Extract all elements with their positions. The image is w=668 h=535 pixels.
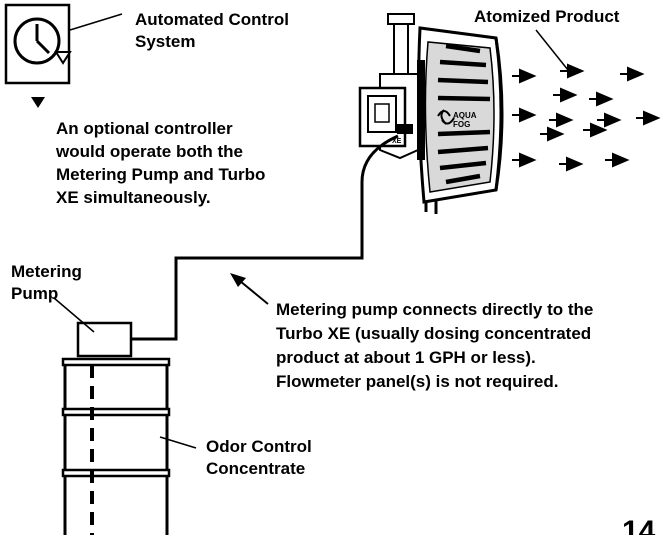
spray-arrow [512,107,537,123]
page-number: 14 [622,515,656,535]
text-line: Automated Control [135,10,289,29]
spray-arrow [512,68,537,84]
text-line: Metering pump connects directly to the [276,300,594,319]
swirl-icon [437,109,455,125]
supply-hose [131,134,399,341]
spray-arrow [560,63,585,79]
odor-control-label: Odor Control Concentrate [206,436,312,480]
spray-arrow [553,87,578,103]
down-arrow-icon [31,97,45,108]
fan-model-label: XE [392,138,402,145]
control-system-leader [69,13,123,31]
control-system-label: Automated Control System [135,9,289,53]
text-line: product at about 1 GPH or less). [276,348,536,367]
metering-pump-label: Metering Pump [11,261,82,305]
turbo-xe-fan [358,13,504,214]
atomized-product-leader [535,29,573,76]
metering-pump [53,297,133,358]
spray-arrow [589,91,614,107]
spray-arrow [549,112,574,128]
spray-arrow [620,66,645,82]
concentrate-drum [61,357,171,535]
text-line: XE simultaneously. [56,188,211,207]
connection-note: Metering pump connects directly to the T… [276,298,593,394]
atomized-product-label: Atomized Product [474,7,620,26]
spray-arrow [597,112,622,128]
spray-arrow [636,110,661,126]
clock-icon [4,3,72,85]
text-line: Concentrate [206,459,306,478]
text-line: Metering [11,262,82,281]
spray-arrow [583,122,608,138]
fan-brand-label: AQUA FOG [453,111,477,129]
spray-arrow [559,156,584,172]
text-line: Odor Control [206,437,312,456]
text-line: AQUA [453,111,477,120]
text-line: Flowmeter panel(s) is not required. [276,372,559,391]
controller-note: An optional controller would operate bot… [56,117,265,209]
text-line: Metering Pump and Turbo [56,165,266,184]
odor-control-leader [159,436,197,449]
text-line: would operate both the [56,142,243,161]
text-line: Pump [11,284,59,303]
spray-arrow [540,126,565,142]
text-line: System [135,32,196,51]
spray-arrow [605,152,630,168]
text-line: Turbo XE (usually dosing concentrated [276,324,592,343]
spray-arrows [512,63,661,172]
spray-arrow [512,152,537,168]
connection-leader-arrow [230,273,269,305]
text-line: FOG [453,120,471,129]
text-line: An optional controller [56,119,233,138]
